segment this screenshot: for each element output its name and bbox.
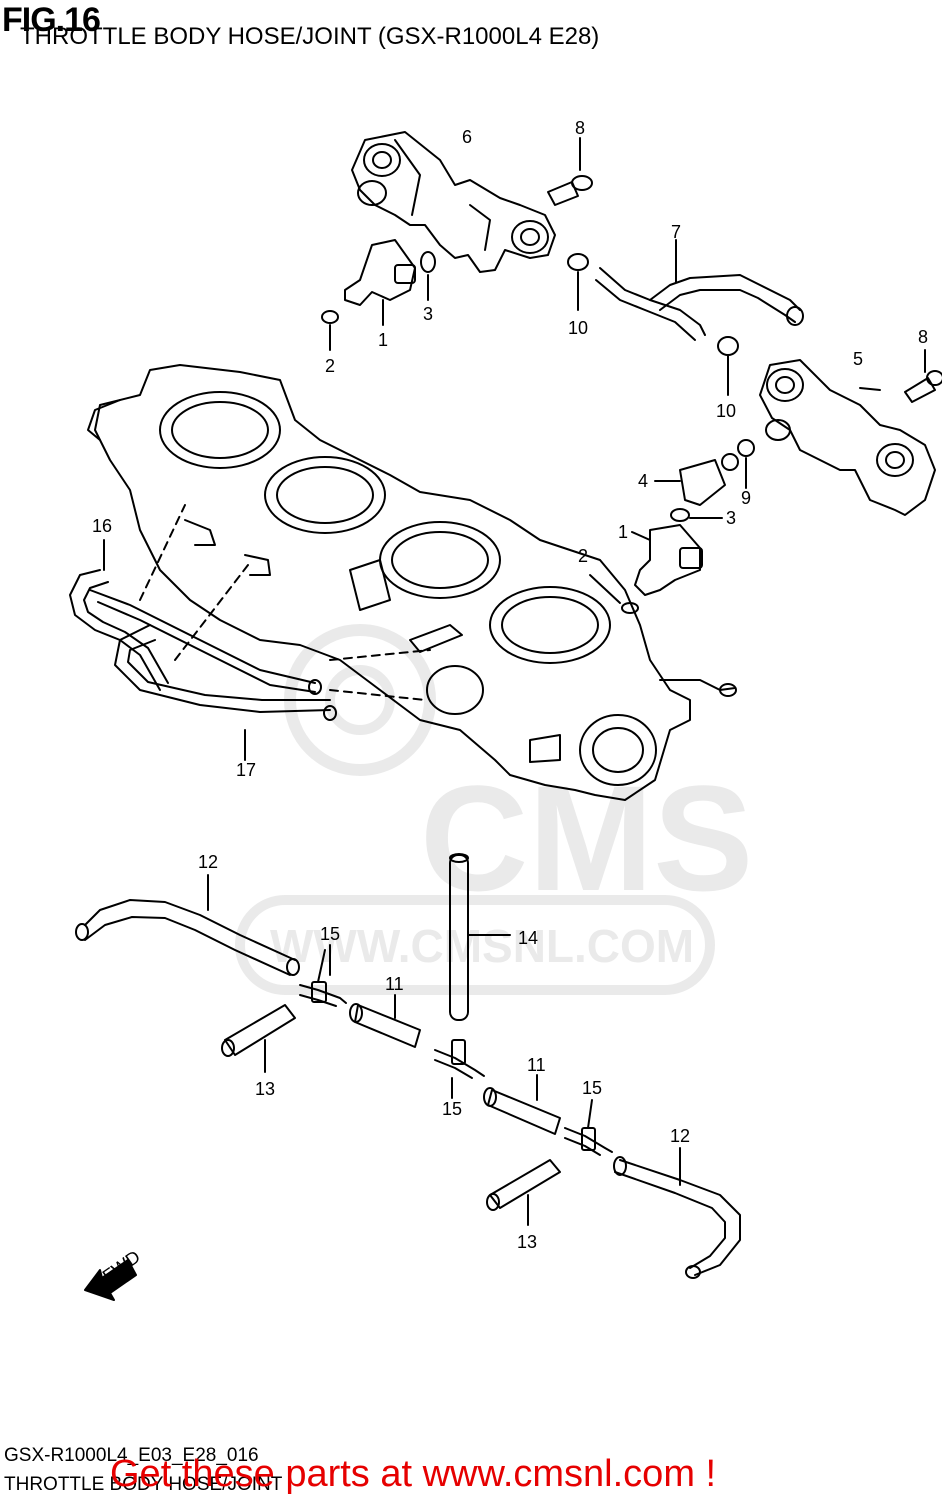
callout-12-right: 12 bbox=[670, 1126, 690, 1146]
watermark-brand: CMS bbox=[420, 754, 753, 922]
callout-13-left: 13 bbox=[255, 1079, 275, 1099]
hose-12-right bbox=[613, 1147, 741, 1279]
watermark-url: WWW.CMSNL.COM bbox=[270, 920, 694, 972]
fuel-rail-right bbox=[759, 359, 936, 516]
hose-12-left bbox=[75, 874, 300, 976]
injector-upper bbox=[321, 239, 436, 351]
callout-16: 16 bbox=[92, 516, 112, 536]
callout-9: 9 bbox=[741, 488, 751, 508]
hose-13-right bbox=[486, 1159, 561, 1226]
hose-11-center bbox=[483, 1074, 561, 1135]
diagram-code: GSX-R1000L4_E03_E28_016 bbox=[4, 1445, 259, 1466]
callout-2-lower: 2 bbox=[578, 546, 588, 566]
callout-17: 17 bbox=[236, 760, 256, 780]
t-joint-15-right bbox=[564, 1099, 613, 1156]
callout-3-lower: 3 bbox=[726, 508, 736, 528]
callout-8-right: 8 bbox=[918, 327, 928, 347]
throttle-body bbox=[87, 364, 737, 801]
figure-label: FIG.16 bbox=[2, 1, 101, 39]
callout-labels: 6 8 7 3 1 2 10 10 8 5 4 9 3 1 2 16 17 12… bbox=[92, 118, 928, 1286]
callout-15-right: 15 bbox=[582, 1078, 602, 1098]
fuel-rail-upper bbox=[351, 131, 556, 273]
callout-5: 5 bbox=[853, 349, 863, 369]
diagram-name: THROTTLE BODY HOSE/JOINT bbox=[4, 1474, 283, 1495]
callout-6: 6 bbox=[462, 127, 472, 147]
callout-15-center: 15 bbox=[442, 1099, 462, 1119]
callout-1-upper: 1 bbox=[378, 330, 388, 350]
hose-14 bbox=[449, 853, 511, 1021]
injector-lower bbox=[589, 524, 703, 614]
callout-7: 7 bbox=[671, 222, 681, 242]
o-ring-9 bbox=[737, 439, 755, 457]
t-joint-15-center bbox=[434, 1039, 485, 1099]
callout-11-left: 11 bbox=[385, 974, 404, 994]
bolt-8-right bbox=[904, 349, 942, 403]
diagram-title: THROTTLE BODY HOSE/JOINT (GSX-R1000L4 E2… bbox=[20, 23, 600, 50]
o-ring-10-upper bbox=[567, 253, 589, 271]
callout-2-upper: 2 bbox=[325, 356, 335, 376]
callout-10-lower: 10 bbox=[716, 401, 736, 421]
hose-11-left bbox=[349, 994, 421, 1048]
hoses-16-17 bbox=[69, 504, 431, 761]
t-joint-15-left bbox=[299, 944, 347, 1007]
callout-11-center: 11 bbox=[527, 1055, 546, 1075]
callout-14: 14 bbox=[518, 928, 538, 948]
callout-12-left: 12 bbox=[198, 852, 218, 872]
callout-1-lower: 1 bbox=[618, 522, 628, 542]
callout-13-right: 13 bbox=[517, 1232, 537, 1252]
callout-8-upper: 8 bbox=[575, 118, 585, 138]
callout-3-upper: 3 bbox=[423, 304, 433, 324]
fwd-arrow-icon bbox=[84, 1259, 137, 1301]
joint-4 bbox=[654, 453, 739, 506]
bolt-8-upper bbox=[547, 137, 593, 206]
callout-15-left: 15 bbox=[320, 924, 340, 944]
o-ring-3-lower bbox=[670, 508, 690, 522]
callout-10-upper: 10 bbox=[568, 318, 588, 338]
hose-13-left bbox=[221, 1004, 296, 1073]
callout-4: 4 bbox=[638, 471, 648, 491]
fuel-pipe-7 bbox=[595, 239, 804, 396]
promo-link[interactable]: Get these parts at www.cmsnl.com ! bbox=[110, 1453, 717, 1495]
